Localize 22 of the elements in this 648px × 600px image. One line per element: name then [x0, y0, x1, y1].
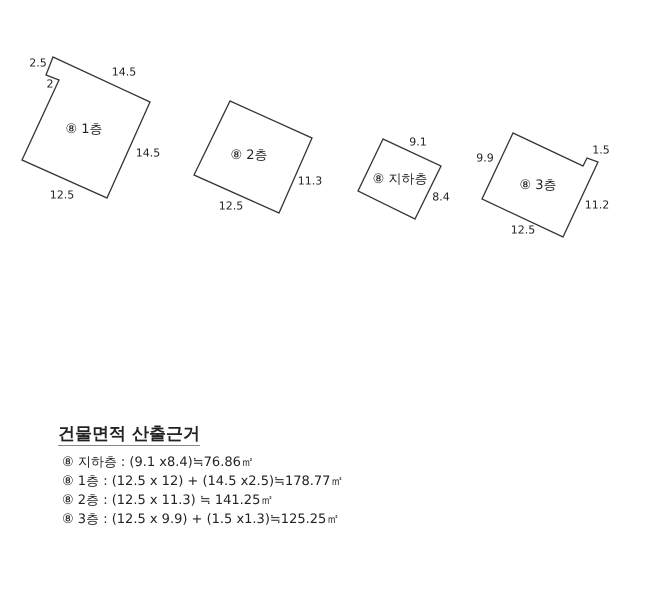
dimension-label: 14.5 [136, 146, 160, 160]
area-calculation: ⑧ 3층 : (12.5 x 9.9) + (1.5 x1.3)≒125.25㎡ [62, 511, 340, 528]
area-calculation: ⑧ 지하층 : (9.1 x8.4)≒76.86㎡ [62, 454, 254, 471]
dimension-label: 12.5 [218, 200, 244, 212]
dimension-label: 14.5 [112, 66, 136, 78]
floor-label: ⑧ 1층 [65, 121, 103, 138]
title: 건물면적 산출근거 [58, 422, 200, 446]
area-calculation: ⑧ 1층 : (12.5 x 12) + (14.5 x2.5)≒178.77㎡ [62, 473, 344, 490]
dimension-label: 9.9 [476, 152, 494, 164]
dimension-label: 8.4 [432, 190, 450, 204]
floor-label: ⑧ 3층 [519, 177, 557, 194]
dimension-label: 2.5 [29, 56, 47, 70]
dimension-label: 11.2 [584, 198, 610, 212]
dimension-label: 12.5 [50, 188, 74, 202]
dimension-label: 1.5 [592, 144, 610, 156]
dimension-label: 2 [46, 78, 54, 90]
floor-label: ⑧ 2층 [230, 147, 268, 164]
floor-label: ⑧ 지하층 [372, 171, 428, 188]
dimension-label: 9.1 [409, 136, 427, 148]
area-calculation: ⑧ 2층 : (12.5 x 11.3) ≒ 141.25㎡ [62, 492, 274, 509]
dimension-label: 11.3 [298, 174, 322, 188]
dimension-label: 12.5 [510, 224, 536, 236]
